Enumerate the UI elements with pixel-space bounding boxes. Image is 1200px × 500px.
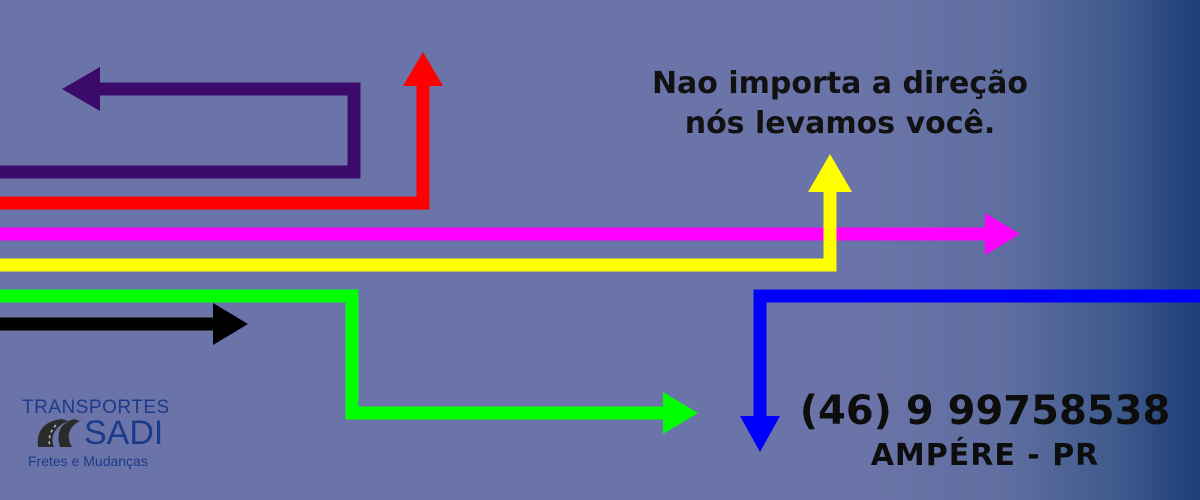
green-arrow-line [0,289,668,420]
yellow-arrow-line [0,186,837,272]
purple-arrow-line [0,82,361,179]
green-arrow-head [663,392,698,434]
logo-subtitle: Fretes e Mudanças [28,453,148,469]
city-label: AMPÉRE - PR [870,438,1100,473]
tagline-line-2: nós levamos você. [684,106,996,141]
red-arrow-head [403,52,443,86]
road-icon [37,419,80,448]
logo-name: SADI [84,414,164,452]
blue-arrow-head [740,416,780,452]
blue-arrow-line [753,289,1200,420]
black-arrow-head [213,303,248,345]
phone-number: (46) 9 99758538 [799,388,1171,434]
tagline: Nao importa a direção nós levamos você. [560,64,1120,144]
yellow-arrow-head [808,154,852,192]
red-arrow-line [0,82,430,210]
magenta-arrow-head [985,213,1020,255]
purple-arrow-head [62,67,100,111]
logo-top-text: TRANSPORTES [22,397,170,418]
company-logo: TRANSPORTES SADI Fretes e Mudanças [18,395,188,475]
tagline-line-1: Nao importa a direção [651,66,1029,101]
